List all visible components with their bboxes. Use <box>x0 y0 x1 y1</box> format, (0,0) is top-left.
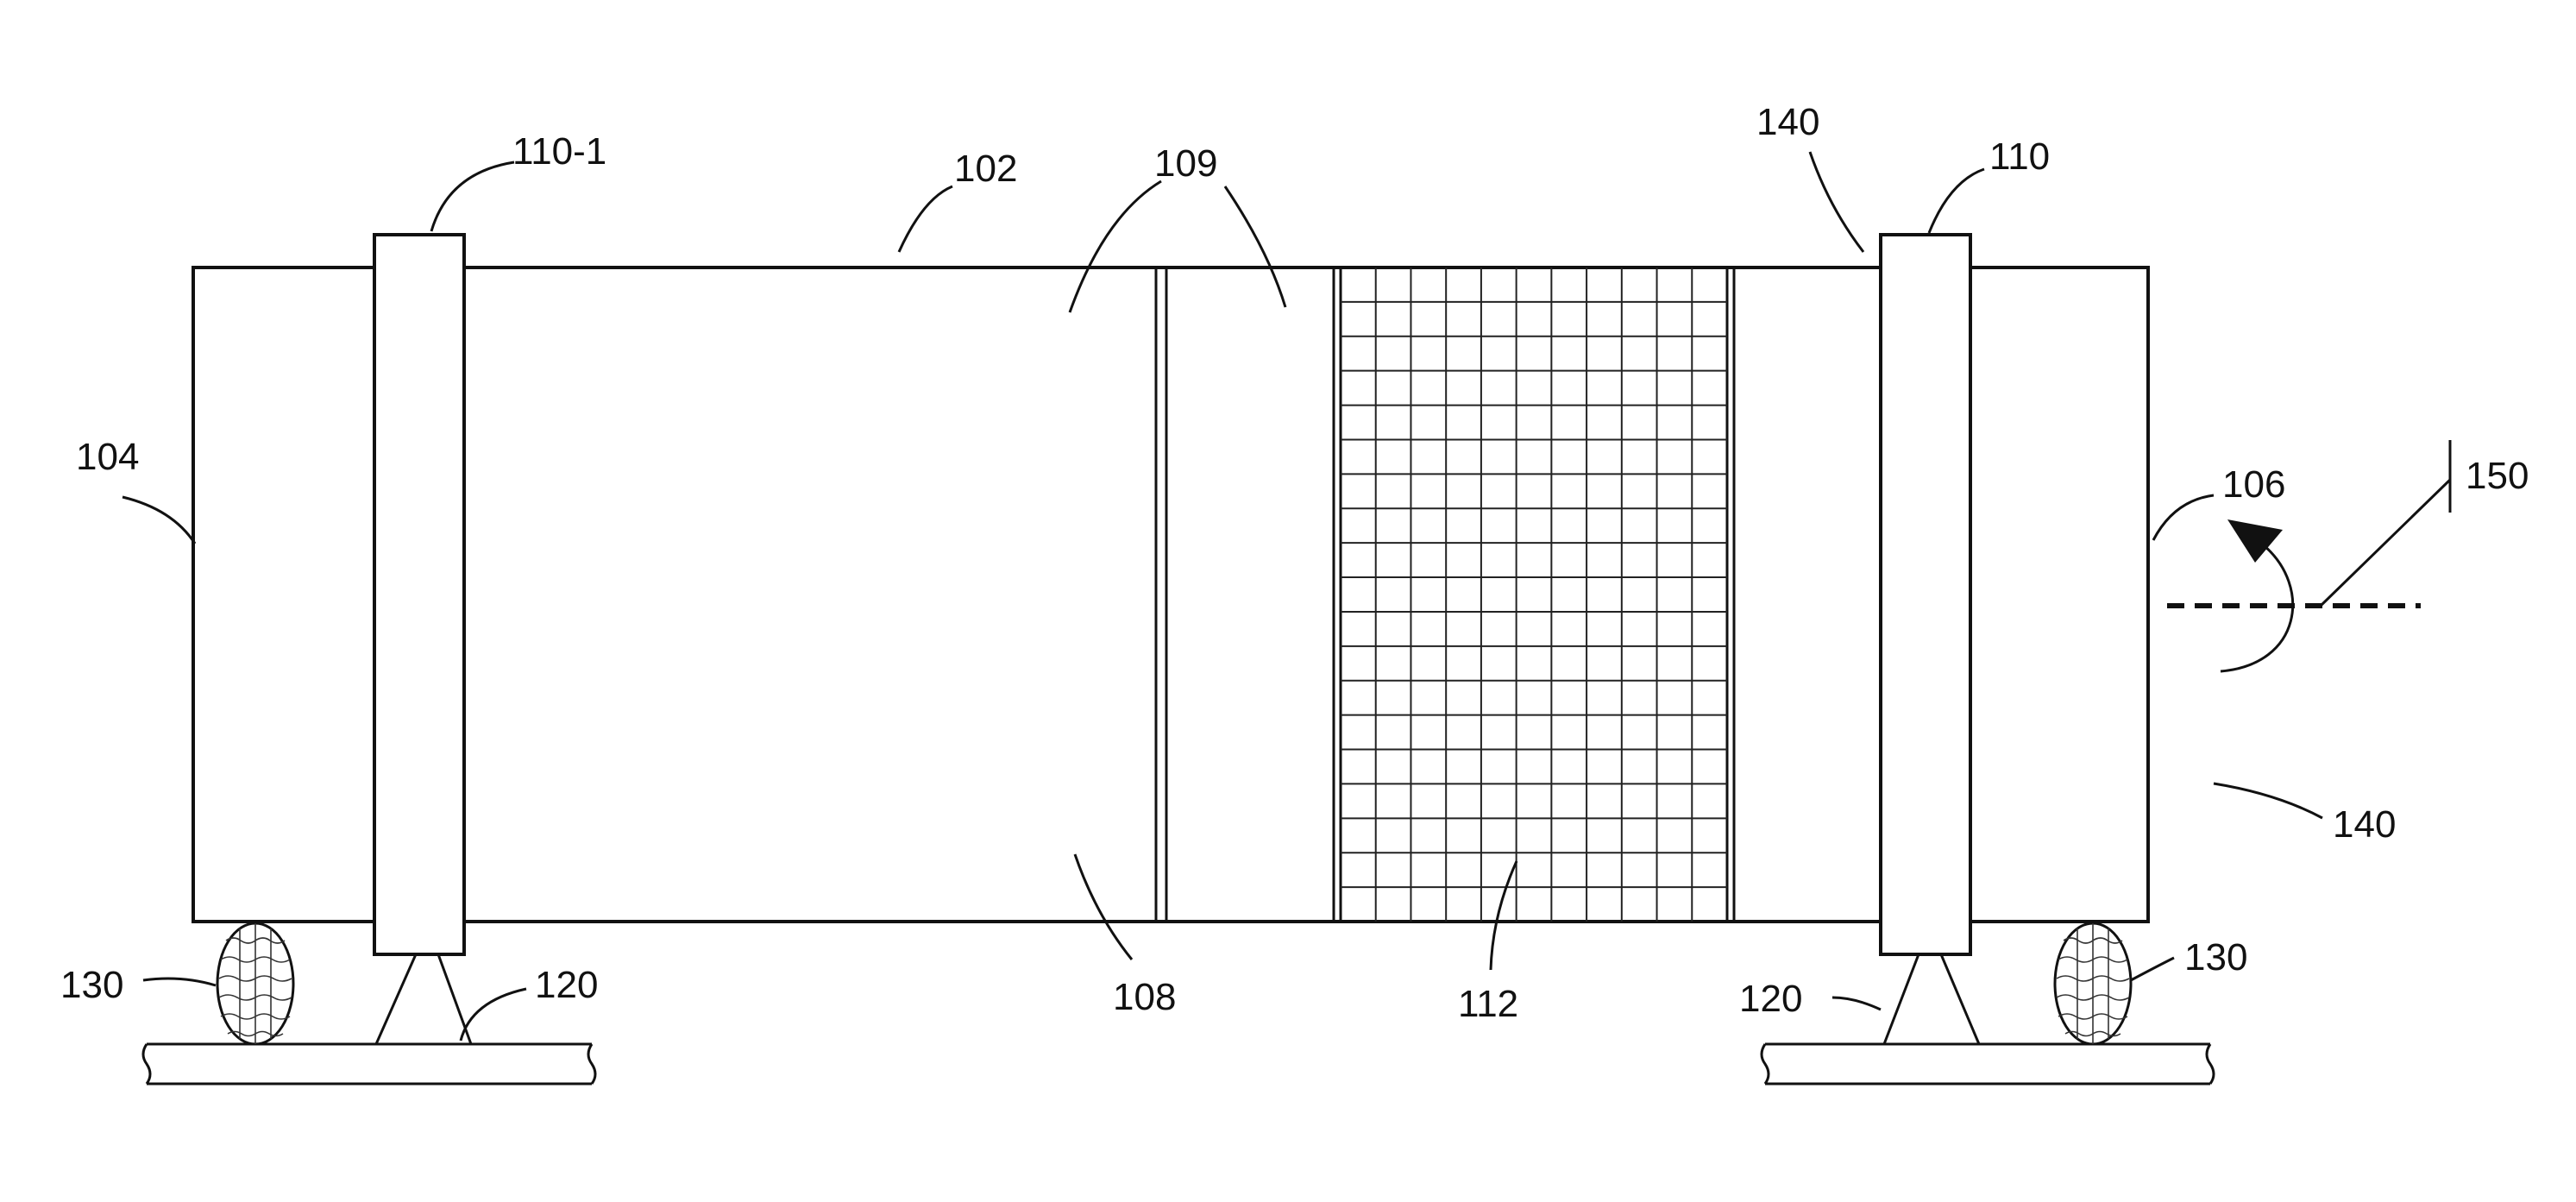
label-106: 106 <box>2222 463 2285 506</box>
ground-base-right <box>1762 1044 2214 1084</box>
riding-ring-right <box>1881 235 1970 954</box>
roller-left <box>217 923 293 1044</box>
label-130-right: 130 <box>2184 936 2247 979</box>
label-130-left: 130 <box>60 964 123 1006</box>
label-109: 109 <box>1154 142 1217 185</box>
support-stand-right <box>1884 954 1979 1044</box>
label-110: 110 <box>1989 135 2050 178</box>
label-120-right: 120 <box>1739 978 1802 1020</box>
label-102: 102 <box>954 148 1017 190</box>
label-120-left: 120 <box>535 964 598 1006</box>
ground-base-left <box>143 1044 595 1084</box>
support-stand-left <box>376 954 471 1044</box>
label-140-right: 140 <box>2333 803 2396 846</box>
label-112: 112 <box>1458 983 1518 1025</box>
label-150: 150 <box>2466 455 2529 497</box>
roller-right <box>2055 923 2131 1044</box>
riding-ring-left <box>374 235 464 954</box>
label-140-top: 140 <box>1756 101 1819 143</box>
axis-leader <box>2321 480 2450 606</box>
label-104: 104 <box>76 436 139 478</box>
label-110-1: 110-1 <box>512 130 606 173</box>
label-108: 108 <box>1113 976 1176 1018</box>
drum-body <box>193 267 2148 922</box>
